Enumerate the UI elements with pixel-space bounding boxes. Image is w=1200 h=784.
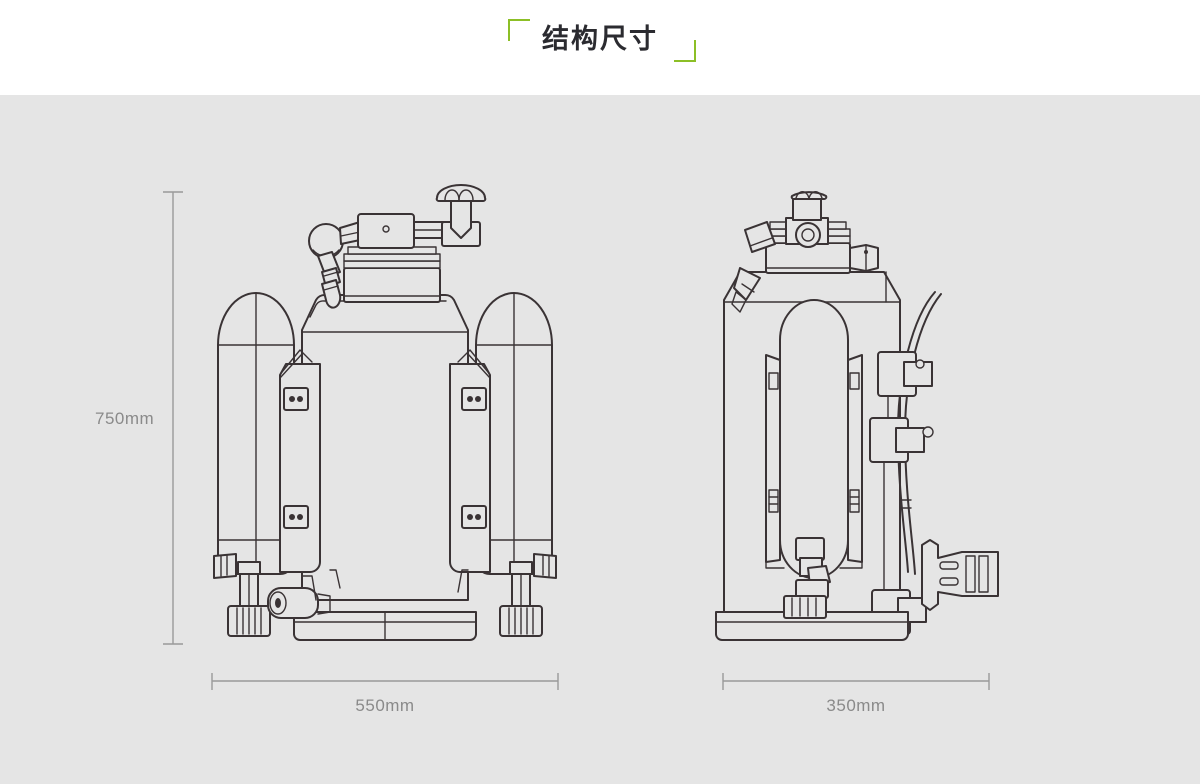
title-block: 结构尺寸 [0,0,1200,95]
page-title: 结构尺寸 [542,24,658,54]
dimension-label-front-width: 550mm [355,696,415,715]
dimension-label-side-width: 350mm [826,696,886,715]
diagram-panel [0,95,1200,784]
page-header: 结构尺寸 [0,0,1200,95]
corner-bracket-bottom-right-icon [674,40,696,62]
dimension-label-height: 750mm [95,409,155,428]
corner-bracket-top-left-icon [508,19,530,41]
